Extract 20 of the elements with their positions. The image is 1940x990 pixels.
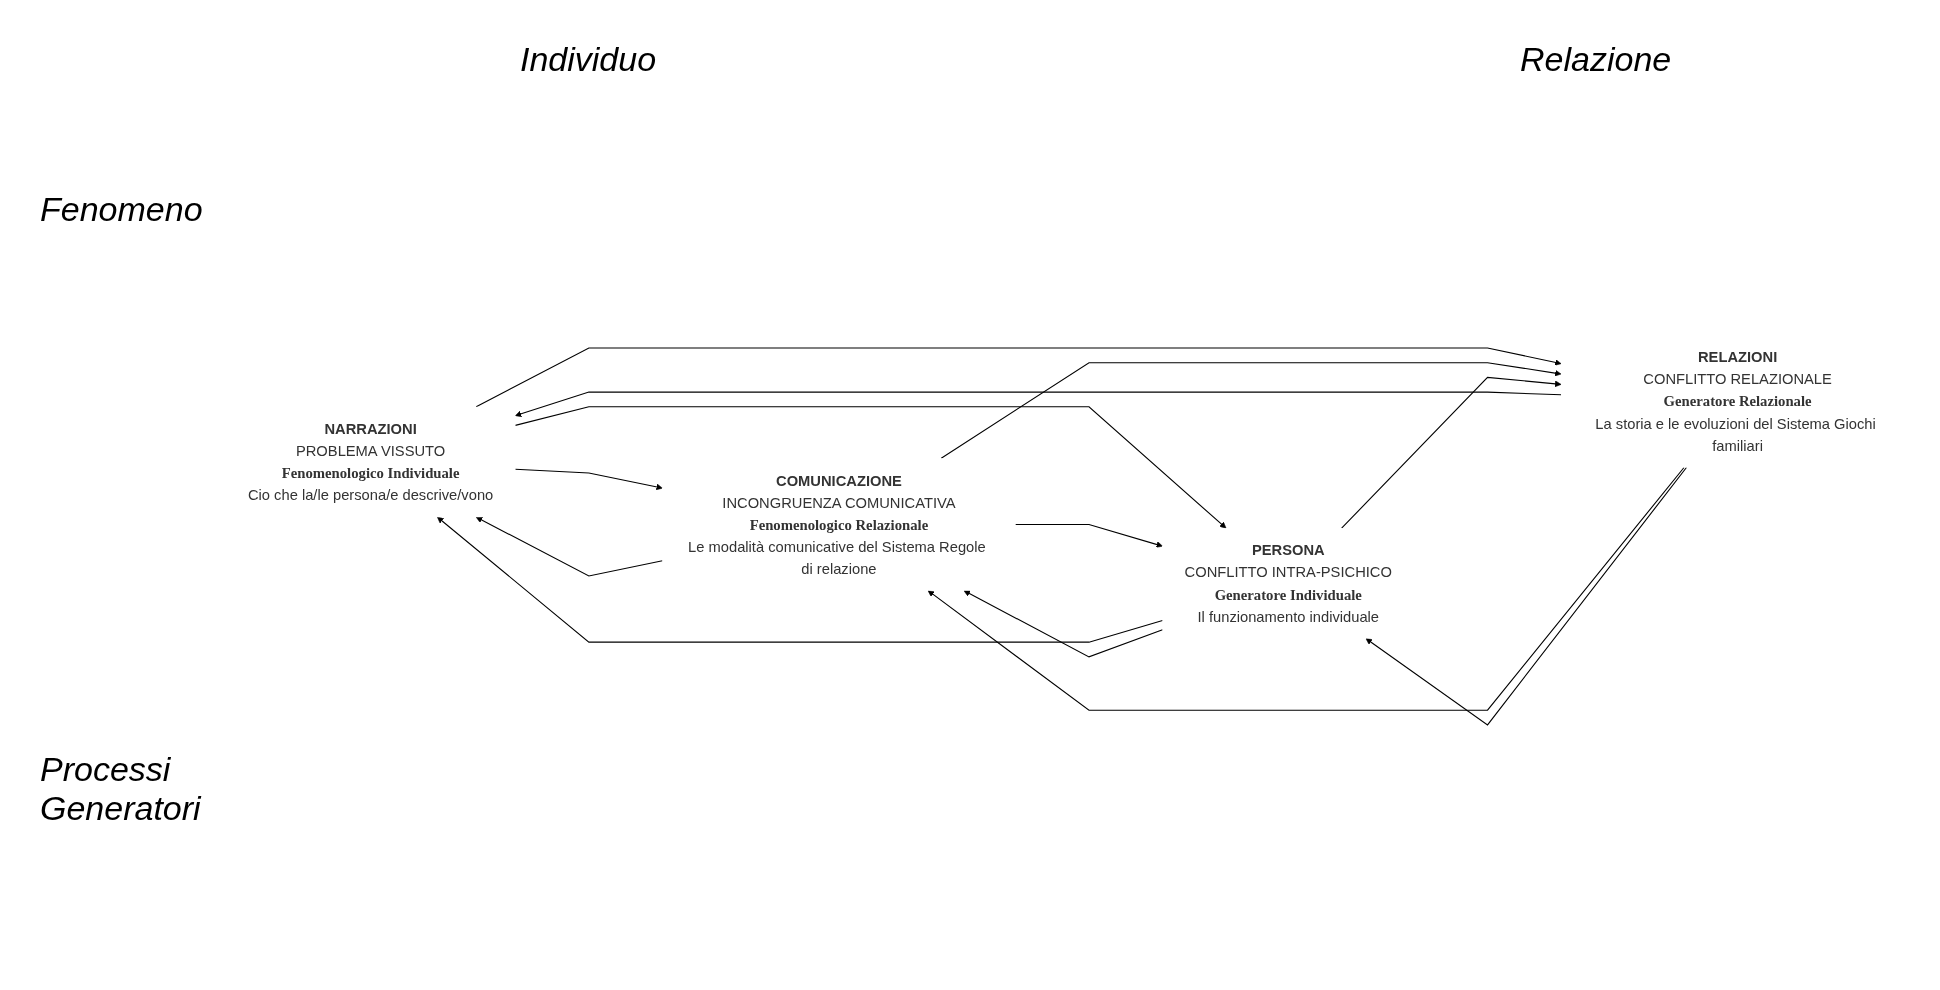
arrow	[475, 347, 1562, 408]
node-text: NARRAZIONI PROBLEMA VISSUTO Fenomenologico Individuale Cio che la/le persona/e descrive/vono	[247, 420, 494, 504]
node-text: PERSONA CONFLITTO INTRA-PSICHICO Generatore Individuale Il funzionamento individuale	[1184, 542, 1392, 625]
arrow	[1341, 376, 1562, 529]
axis-label: Fenomeno	[40, 190, 203, 229]
axis-label: Processi Generatori	[40, 750, 203, 828]
arrow	[437, 516, 1164, 643]
arrow	[940, 362, 1562, 459]
arrow	[963, 590, 1164, 658]
arrow	[515, 391, 1562, 417]
arrow	[514, 406, 1227, 529]
arrow	[514, 468, 663, 491]
node-text: RELAZIONI CONFLITTO RELAZIONALE Generatore Relazionale La storia e le evoluzioni del Sistema Giochi familiari	[1595, 349, 1876, 454]
node-text: COMUNICAZIONE INCONGRUENZA COMUNICATIVA Fenomenologico Relazionale Le modalità comunicative del Sistema Regole di relazione	[688, 472, 986, 577]
arrow	[475, 516, 663, 577]
arrow	[1365, 466, 1687, 726]
arrow	[927, 466, 1685, 711]
axis-label: Individuo	[520, 40, 657, 79]
arrow	[1014, 523, 1163, 548]
axis-label: Relazione	[1520, 40, 1672, 79]
